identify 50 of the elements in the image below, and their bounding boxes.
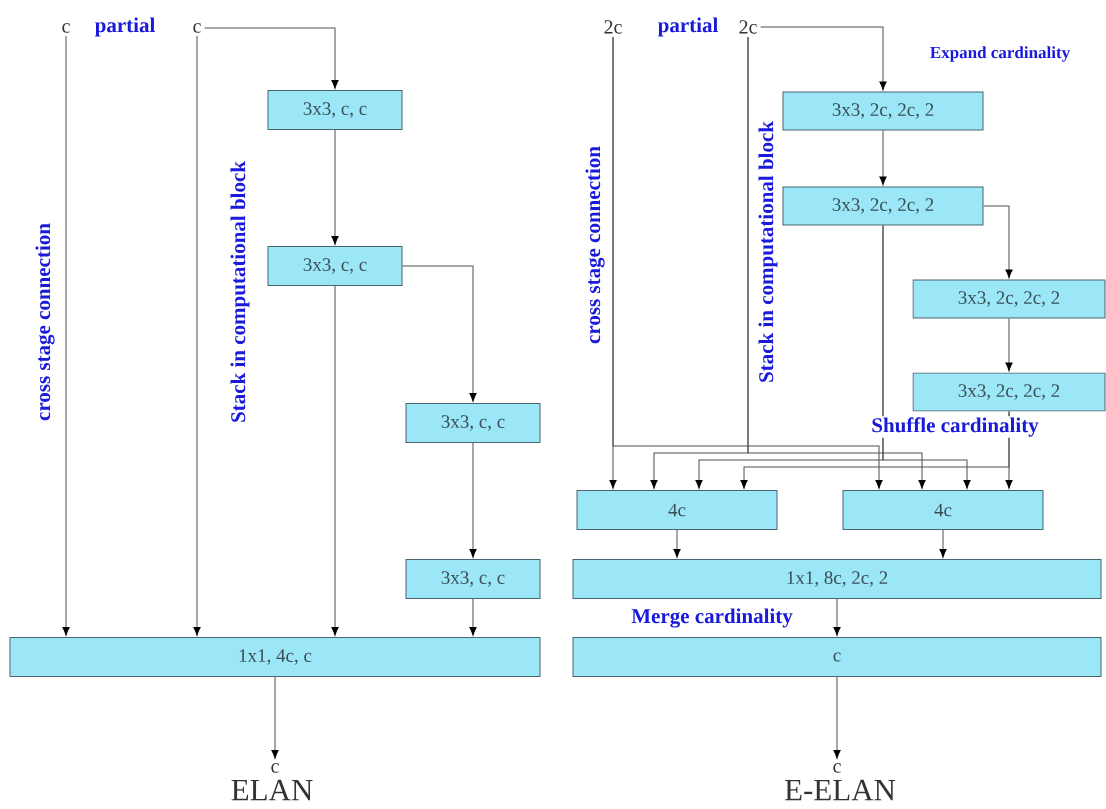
panel-title: ELAN <box>231 779 313 801</box>
output-label: c <box>271 763 279 773</box>
layer-box: 4c <box>576 490 778 530</box>
annotation-label: partial <box>94 17 155 37</box>
arrow <box>939 529 947 558</box>
panel-title: E-ELAN <box>784 779 896 801</box>
arrow <box>193 35 201 636</box>
arrow <box>747 36 926 489</box>
annotation-label: Stack in computational block <box>230 161 250 422</box>
layer-box: 3x3, c, c <box>405 403 541 443</box>
layer-box: 3x3, 2c, 2c, 2 <box>912 279 1106 319</box>
layer-box: c <box>572 637 1102 677</box>
arrow <box>612 36 883 489</box>
layer-box: 3x3, c, c <box>405 559 541 599</box>
arrow <box>882 225 971 489</box>
annotation-label: Merge cardinality <box>631 608 793 628</box>
layer-box: 3x3, 2c, 2c, 2 <box>782 186 984 226</box>
annotation-label: Stack in computational block <box>758 121 778 382</box>
layer-box: 3x3, 2c, 2c, 2 <box>912 372 1106 412</box>
channel-label: 2c <box>604 20 622 34</box>
arrow <box>833 598 841 636</box>
layer-box: 1x1, 4c, c <box>9 637 541 677</box>
output-label: c <box>833 763 841 773</box>
channel-label: c <box>62 23 70 33</box>
arrow <box>760 26 887 91</box>
layer-box: 1x1, 8c, 2c, 2 <box>572 559 1102 599</box>
layer-box: 3x3, 2c, 2c, 2 <box>782 91 984 131</box>
channel-label: c <box>193 23 201 33</box>
annotation-label: cross stage connection <box>35 223 55 421</box>
arrow <box>204 27 339 89</box>
arrow <box>1005 318 1013 372</box>
layer-box: 3x3, c, c <box>267 90 403 130</box>
arrow <box>331 285 339 636</box>
annotation-label: partial <box>657 17 718 37</box>
arrow <box>469 598 477 636</box>
arrow <box>331 129 339 245</box>
annotation-label: Shuffle cardinality <box>870 416 1040 438</box>
annotation-label: cross stage connection <box>585 146 605 344</box>
arrow <box>983 205 1013 279</box>
channel-label: 2c <box>739 20 757 34</box>
arrow <box>271 676 279 759</box>
arrow <box>469 442 477 558</box>
arrow <box>833 676 841 759</box>
annotation-label: Expand cardinality <box>930 46 1070 62</box>
arrow <box>62 35 70 636</box>
arrow <box>673 529 681 558</box>
layer-box: 3x3, c, c <box>267 246 403 286</box>
arrow <box>402 265 477 402</box>
layer-box: 4c <box>842 490 1044 530</box>
arrow <box>879 130 887 186</box>
